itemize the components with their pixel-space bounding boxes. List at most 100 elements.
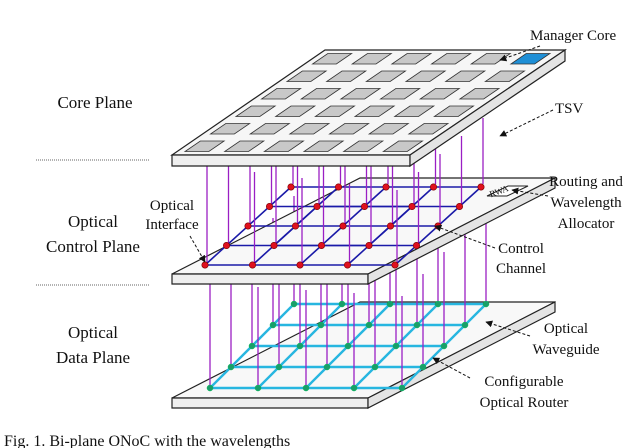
manager-core-label: Manager Core — [530, 28, 617, 44]
optical-interface-node — [291, 222, 299, 230]
optical-interface-node — [412, 242, 420, 250]
core-tile — [299, 88, 342, 100]
optical-router-node — [398, 384, 406, 392]
core-tile — [367, 123, 410, 135]
optical-interface-node — [287, 183, 295, 191]
optical-interface-node — [313, 203, 321, 211]
core-tile — [458, 88, 501, 100]
core-tile — [433, 105, 475, 117]
optical-interface-node — [429, 183, 437, 191]
core-tile — [274, 105, 317, 117]
configurable-router-label-2: Optical Router — [480, 395, 569, 411]
optical-interface-node — [382, 183, 390, 191]
optical-router-node — [413, 321, 421, 329]
tsv-pointer — [499, 109, 554, 137]
core-tile — [484, 70, 526, 82]
core-tile — [325, 70, 368, 82]
core-tile — [350, 53, 393, 65]
control-channel-label-2: Channel — [496, 261, 546, 277]
routing-allocator-label-3: Allocator — [558, 216, 615, 232]
core-tile — [314, 105, 356, 117]
core-tile — [302, 140, 345, 152]
optical-interface-pointer — [189, 235, 206, 263]
optical-interface-node — [386, 222, 394, 230]
optical-interface-node — [244, 222, 252, 230]
optical-waveguide-label-2: Waveguide — [532, 342, 599, 358]
optical-interface-node — [296, 261, 304, 269]
optical-router-node — [206, 384, 214, 392]
optical-interface-node — [408, 203, 416, 211]
routing-allocator-pointer — [511, 187, 549, 197]
optical-router-node — [275, 363, 283, 371]
optical-router-nodes — [206, 300, 490, 392]
optical-interface-node — [391, 261, 399, 269]
optical-interface-node — [434, 222, 442, 230]
optical-interface-node — [343, 261, 351, 269]
control-channel-pointer — [434, 224, 496, 249]
optical-router-node — [254, 384, 262, 392]
optical-data-plane-slab — [171, 301, 556, 409]
optical-router-node — [248, 342, 256, 350]
core-tile — [404, 70, 447, 82]
optical-router-node — [461, 321, 469, 329]
optical-data-plane-label-1: Optical — [68, 323, 118, 342]
core-tile — [407, 123, 450, 135]
optical-interface-node — [223, 242, 231, 250]
tsv-label: TSV — [555, 101, 584, 117]
core-tile — [390, 53, 433, 65]
core-tile-grid — [183, 53, 552, 152]
core-tile — [393, 105, 436, 117]
optical-interface-node — [201, 261, 209, 269]
core-tile — [444, 70, 487, 82]
optical-router-node — [440, 342, 448, 350]
optical-router-node — [338, 300, 346, 308]
optical-waveguide-pointer — [485, 320, 531, 337]
optical-waveguide-label-1: Optical — [544, 321, 588, 337]
optical-interface-node — [334, 183, 342, 191]
optical-router-node — [365, 321, 373, 329]
optical-router-node — [392, 342, 400, 350]
optical-router-node — [350, 384, 358, 392]
core-tile — [209, 123, 251, 135]
optical-router-node — [419, 363, 427, 371]
optical-interface-node — [317, 242, 325, 250]
optical-router-node — [386, 300, 394, 308]
core-tile — [365, 70, 407, 82]
optical-router-node — [371, 363, 379, 371]
core-tile — [234, 105, 277, 117]
optical-control-plane-label-2: Control Plane — [46, 237, 140, 256]
optical-router-node — [323, 363, 331, 371]
core-tile — [288, 123, 331, 135]
optical-interface-node — [455, 203, 463, 211]
optical-router-node — [434, 300, 442, 308]
core-tile — [418, 88, 461, 100]
core-tile — [285, 70, 328, 82]
core-tile — [342, 140, 385, 152]
optical-router-node — [290, 300, 298, 308]
core-tile — [223, 140, 266, 152]
optical-router-node — [482, 300, 490, 308]
optical-router-node — [296, 342, 304, 350]
core-tile — [260, 88, 302, 100]
optical-interface-node — [360, 203, 368, 211]
routing-allocator-label-2: Wavelength — [550, 195, 622, 211]
optical-interface-node — [365, 242, 373, 250]
core-tile — [382, 140, 424, 152]
optical-router-node — [317, 321, 325, 329]
core-tile — [183, 140, 226, 152]
optical-router-node — [302, 384, 310, 392]
optical-interface-label-1: Optical — [150, 198, 194, 214]
optical-interface-nodes — [201, 183, 485, 269]
configurable-router-label-1: Configurable — [484, 374, 563, 390]
optical-interface-node — [270, 242, 278, 250]
optical-router-node — [269, 321, 277, 329]
optical-data-plane-label-2: Data Plane — [56, 348, 130, 367]
optical-interface-node — [477, 183, 485, 191]
core-tile — [339, 88, 382, 100]
manager-core-pointer — [499, 45, 541, 62]
control-channel-label-1: Control — [498, 241, 544, 257]
core-tile — [379, 88, 421, 100]
core-tile — [263, 140, 305, 152]
optical-interface-node — [339, 222, 347, 230]
